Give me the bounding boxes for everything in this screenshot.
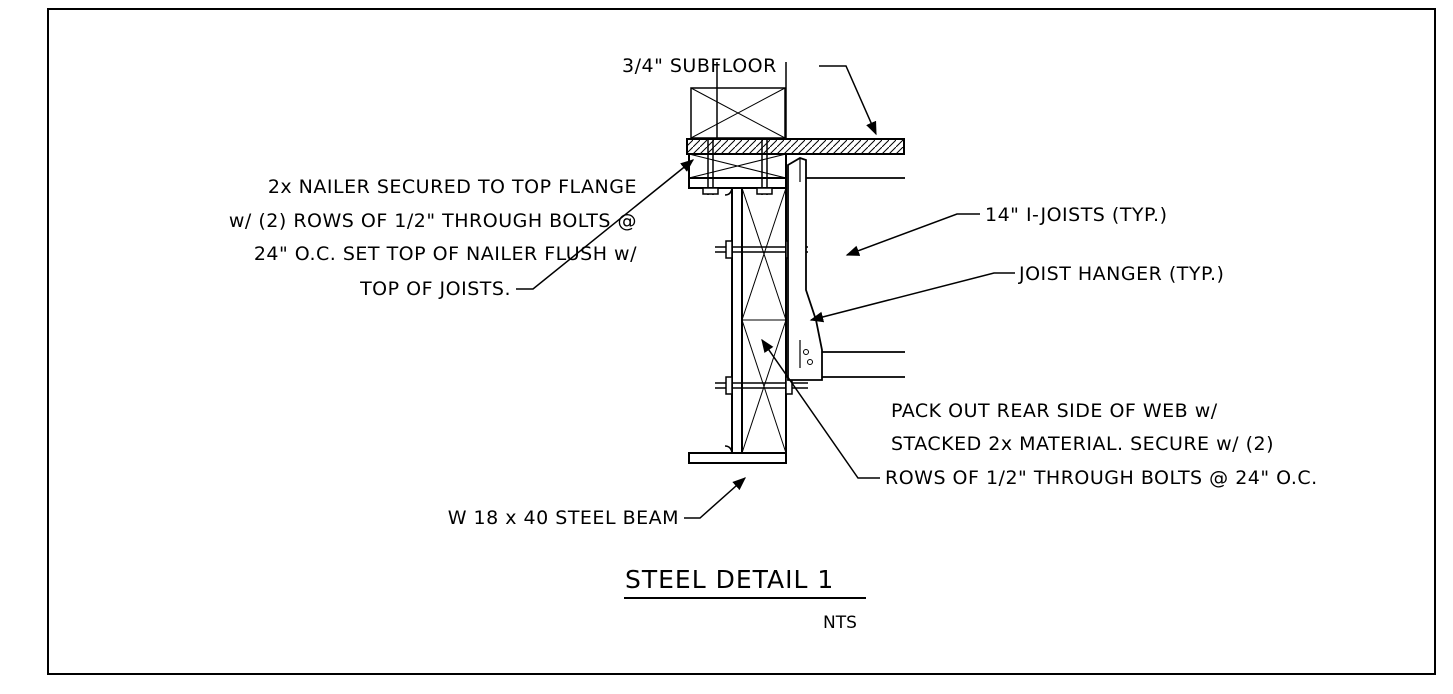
joist-hanger: [787, 157, 823, 381]
pack-out-label-line-1: PACK OUT REAR SIDE OF WEB w/: [891, 400, 1218, 422]
subfloor: [686, 138, 905, 155]
nailer-label-line-2: w/ (2) ROWS OF 1/2" THROUGH BOLTS @: [229, 210, 637, 232]
leaders: [516, 65, 1015, 519]
sheet-border: [47, 8, 1436, 675]
top-nailer-block: [690, 62, 787, 139]
nailer-label-line-4: TOP OF JOISTS.: [359, 278, 511, 300]
subfloor-label: 3/4" SUBFLOOR: [622, 55, 777, 77]
nailer-on-flange: [688, 153, 787, 179]
detail-scale: NTS: [823, 613, 857, 633]
stacked-packing: [741, 187, 787, 454]
pack-out-label-line-2: STACKED 2x MATERIAL. SECURE w/ (2): [891, 433, 1274, 455]
i-joists-label: 14" I-JOISTS (TYP.): [985, 204, 1167, 226]
i-joist: [806, 177, 905, 378]
detail-title: STEEL DETAIL 1: [625, 565, 834, 594]
beam-label: W 18 x 40 STEEL BEAM: [448, 507, 679, 529]
pack-out-label-line-3: ROWS OF 1/2" THROUGH BOLTS @ 24" O.C.: [885, 467, 1318, 489]
nailer-label-line-3: 24" O.C. SET TOP OF NAILER FLUSH w/: [254, 243, 637, 265]
nailer-label-line-1: 2x NAILER SECURED TO TOP FLANGE: [268, 176, 637, 198]
joist-hanger-label: JOIST HANGER (TYP.): [1018, 263, 1224, 285]
